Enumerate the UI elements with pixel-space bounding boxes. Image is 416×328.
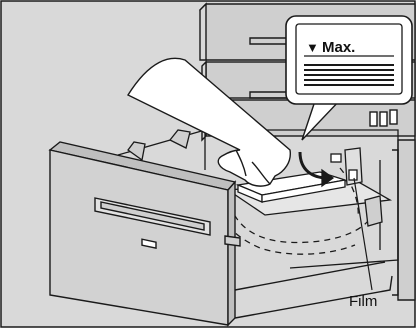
- callout-inner-frame: [296, 24, 402, 94]
- film-label: Film: [349, 293, 377, 310]
- max-label: Max.: [322, 39, 355, 56]
- max-marker-icon: ▼: [306, 40, 319, 55]
